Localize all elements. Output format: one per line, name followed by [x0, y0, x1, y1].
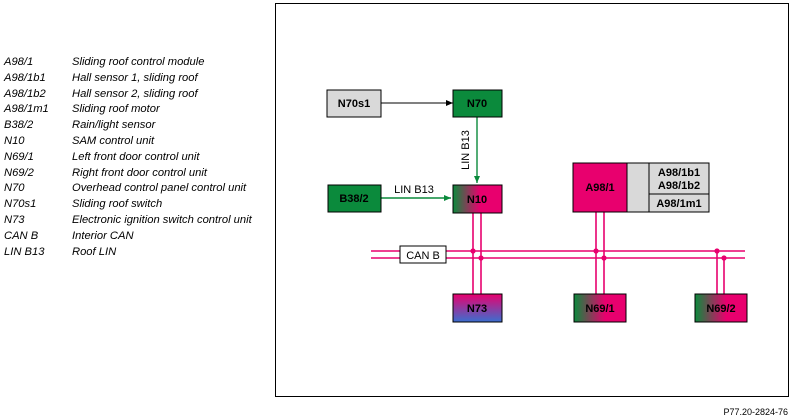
legend-code: N10 — [4, 134, 25, 147]
diagram-frame — [275, 3, 789, 397]
node-n70s1 — [326, 89, 382, 118]
node-a98-1b2-label: A98/1b2 — [658, 180, 700, 192]
legend-desc: Electronic ignition switch control unit — [72, 213, 252, 226]
legend-desc: Left front door control unit — [72, 150, 200, 163]
legend-item: A98/1b1 Hall sensor 1, sliding roof — [4, 72, 266, 84]
legend-desc: Rain/light sensor — [72, 119, 156, 132]
legend-desc: SAM control unit — [72, 134, 155, 147]
node-a98-1b1-label: A98/1b1 — [658, 167, 700, 179]
legend-code: A98/1 — [4, 56, 34, 68]
legend-desc: Interior CAN — [72, 229, 134, 242]
legend-item: N70 Overhead control panel control unit — [4, 182, 266, 194]
can-b-label-box — [399, 245, 447, 264]
can-b-label: CAN B — [406, 250, 440, 262]
legend-item: N70s1 Sliding roof switch — [4, 198, 266, 210]
legend: A98/1 Sliding roof control module A98/1b1… — [4, 56, 266, 261]
legend-item: CAN B Interior CAN — [4, 230, 266, 242]
legend-desc: Hall sensor 1, sliding roof — [72, 71, 198, 84]
node-n70-label: N70 — [467, 98, 487, 110]
legend-item: N69/1 Left front door control unit — [4, 151, 266, 163]
legend-item: LIN B13 Roof LIN — [4, 246, 266, 258]
junction-dot — [593, 248, 599, 254]
legend-code: LIN B13 — [4, 245, 45, 258]
legend-desc: Hall sensor 2, sliding roof — [72, 87, 198, 100]
legend-code: N69/1 — [4, 150, 34, 163]
legend-item: A98/1 Sliding roof control module — [4, 56, 266, 68]
node-a98-1m1-label: A98/1m1 — [656, 198, 701, 210]
node-n69-1-label: N69/1 — [585, 303, 614, 315]
legend-desc: Sliding roof motor — [72, 103, 160, 116]
legend-desc: Roof LIN — [72, 245, 117, 258]
node-n73 — [452, 293, 503, 323]
legend-item: N69/2 Right front door control unit — [4, 167, 266, 179]
lin-b13-vertical-label: LIN B13 — [460, 130, 472, 170]
node-n69-1 — [573, 293, 627, 323]
node-n70s1-label: N70s1 — [338, 98, 370, 110]
lin-b13-horizontal-label: LIN B13 — [394, 184, 434, 196]
node-n69-2 — [694, 293, 748, 323]
junction-dot — [470, 248, 476, 254]
node-n10-label: N10 — [467, 194, 487, 206]
legend-code: N69/2 — [4, 166, 34, 179]
legend-code: A98/1m1 — [4, 103, 49, 116]
node-b38-2 — [327, 184, 382, 213]
legend-desc: Sliding roof switch — [72, 198, 163, 211]
legend-item: N10 SAM control unit — [4, 135, 266, 147]
legend-item: A98/1m1 Sliding roof motor — [4, 103, 266, 115]
legend-code: CAN B — [4, 229, 39, 242]
node-a98-1m1 — [648, 193, 710, 213]
legend-desc: Overhead control panel control unit — [72, 182, 247, 195]
legend-code: A98/1b2 — [4, 87, 46, 100]
legend-code: A98/1b1 — [4, 71, 46, 84]
legend-desc: Sliding roof control module — [72, 56, 205, 68]
legend-desc: Right front door control unit — [72, 166, 207, 179]
legend-code: N70s1 — [4, 198, 37, 211]
junction-dot — [721, 255, 727, 261]
node-n69-2-label: N69/2 — [706, 303, 735, 315]
document-id: P77.20-2824-76 — [723, 407, 788, 417]
legend-code: B38/2 — [4, 119, 34, 132]
junction-dot — [478, 255, 484, 261]
node-a98-1 — [572, 162, 628, 213]
legend-item: N73 Electronic ignition switch control un… — [4, 214, 266, 226]
node-b38-2-label: B38/2 — [339, 193, 368, 205]
node-a98-1-label: A98/1 — [585, 182, 614, 194]
node-n73-label: N73 — [467, 303, 487, 315]
legend-code: N70 — [4, 182, 25, 195]
legend-item: B38/2 Rain/light sensor — [4, 119, 266, 131]
junction-dot — [714, 248, 720, 254]
node-a98-1b1-b2 — [648, 162, 710, 195]
junction-dot — [601, 255, 607, 261]
node-n70 — [452, 89, 503, 118]
legend-item: A98/1b2 Hall sensor 2, sliding roof — [4, 88, 266, 100]
legend-code: N73 — [4, 213, 25, 226]
node-n10 — [452, 184, 503, 214]
